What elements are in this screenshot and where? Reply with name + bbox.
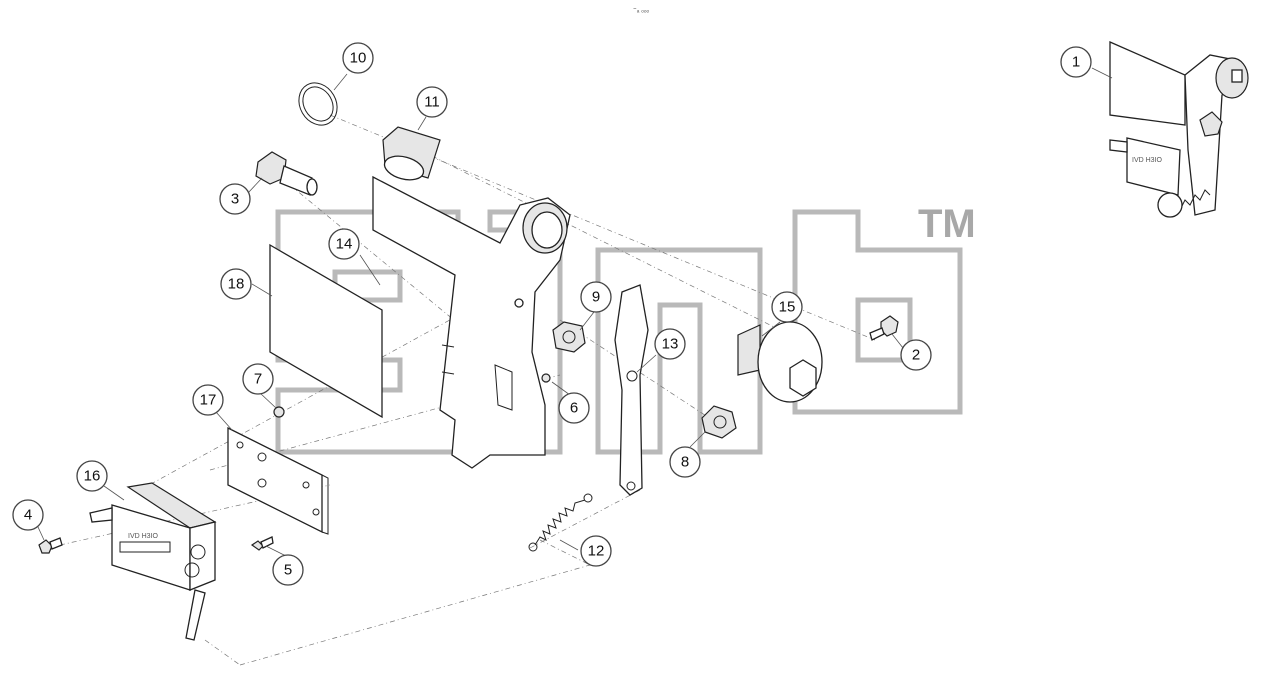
callout-14: 14 <box>328 228 360 260</box>
svg-text:3: 3 <box>231 191 239 208</box>
svg-text:5: 5 <box>284 562 292 579</box>
callout-2: 2 <box>900 339 932 371</box>
svg-text:4: 4 <box>24 507 32 524</box>
callout-6: 6 <box>558 392 590 424</box>
callout-7: 7 <box>242 363 274 395</box>
callout-8: 8 <box>669 446 701 478</box>
counter-face-text: IVD H3IO <box>128 533 159 540</box>
svg-text:9: 9 <box>592 289 600 306</box>
svg-text:1: 1 <box>1072 54 1080 71</box>
callout-16: 16 <box>76 460 108 492</box>
counter-module: IVD H3IO <box>89 482 217 641</box>
bushing <box>382 126 441 181</box>
circlip <box>298 82 338 126</box>
callout-17: 17 <box>192 384 224 416</box>
cover-plate <box>269 243 383 419</box>
hex-nut-9 <box>552 321 586 353</box>
svg-text:10: 10 <box>350 50 367 67</box>
callout-15: 15 <box>771 291 803 323</box>
svg-text:14: 14 <box>336 236 353 253</box>
svg-text:6: 6 <box>570 400 578 417</box>
svg-text:11: 11 <box>424 94 440 111</box>
svg-text:17: 17 <box>200 392 217 409</box>
mounting-plate <box>227 426 329 535</box>
callout-9: 9 <box>580 281 612 313</box>
callout-3: 3 <box>219 183 251 215</box>
main-bracket-plate <box>372 175 571 469</box>
watermark-tm: TM <box>918 202 976 246</box>
header-mark: ⁼ₐ ₒₒₒ <box>633 7 650 14</box>
thumb-counter-text: IVD H3IO <box>1132 157 1163 164</box>
assembled-view: IVD H3IO <box>1109 41 1249 218</box>
svg-text:16: 16 <box>84 468 101 485</box>
hex-bolt <box>255 151 318 196</box>
svg-text:13: 13 <box>662 336 679 353</box>
screw-4 <box>38 537 63 554</box>
callout-5: 5 <box>272 554 304 586</box>
callout-4: 4 <box>12 499 44 531</box>
callout-11: 11 <box>416 86 448 118</box>
callout-10: 10 <box>342 42 374 74</box>
callout-13: 13 <box>654 328 686 360</box>
callout-1: 1 <box>1060 46 1092 78</box>
screw-5 <box>250 536 274 551</box>
svg-text:7: 7 <box>254 371 262 388</box>
callout-18: 18 <box>220 268 252 300</box>
cap-screw <box>869 315 899 341</box>
svg-text:8: 8 <box>681 454 689 471</box>
svg-text:18: 18 <box>228 276 245 293</box>
svg-text:2: 2 <box>912 347 920 364</box>
hub-assembly <box>737 321 823 403</box>
tension-spring <box>528 493 593 552</box>
lever-arm <box>614 284 649 496</box>
small-nut-7 <box>273 406 285 418</box>
hex-nut-8 <box>701 405 737 439</box>
small-nut <box>541 373 551 383</box>
callout-12: 12 <box>580 535 612 567</box>
svg-text:15: 15 <box>779 299 796 316</box>
svg-text:12: 12 <box>588 543 605 560</box>
leader-lines <box>37 67 1113 557</box>
